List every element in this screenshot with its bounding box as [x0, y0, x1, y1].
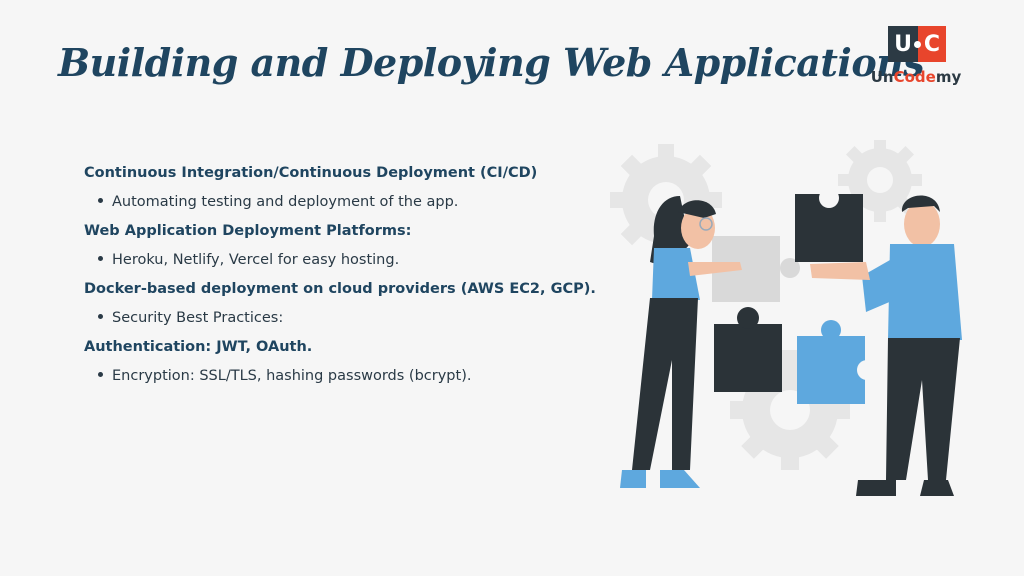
logo-wordmark-un: Un — [870, 68, 894, 86]
heading-docker: Docker-based deployment on cloud provide… — [84, 281, 596, 297]
logo-wordmark-code: Code — [893, 68, 936, 86]
heading-platforms: Web Application Deployment Platforms: — [84, 223, 412, 239]
bullet-item: Heroku, Netlify, Vercel for easy hosting… — [84, 249, 624, 278]
person-woman — [620, 196, 742, 488]
logo-badge: U C — [888, 26, 946, 62]
logo-letter-u: U — [888, 26, 918, 62]
logo-letter-c: C — [918, 26, 946, 62]
bullet-text: Heroku, Netlify, Vercel for easy hosting… — [112, 252, 400, 268]
bullet-text: Automating testing and deployment of the… — [112, 194, 459, 210]
teamwork-illustration — [610, 140, 962, 496]
bullet-dot — [98, 313, 103, 319]
page-title: Building and Deploying Web Applications — [58, 40, 925, 85]
uncodemy-logo: U C UnCodemy — [866, 26, 966, 90]
heading-auth: Authentication: JWT, OAuth. — [84, 339, 313, 355]
logo-wordmark-my: my — [935, 68, 962, 86]
bullet-item: Automating testing and deployment of the… — [84, 191, 624, 220]
person-man — [810, 195, 962, 496]
bullet-dot — [98, 255, 103, 261]
bullet-item: Encryption: SSL/TLS, hashing passwords (… — [84, 365, 624, 394]
puzzle-piece-icon — [797, 320, 877, 404]
puzzle-piece-icon — [712, 236, 800, 302]
bullet-dot — [98, 197, 103, 203]
logo-wordmark: UnCodemy — [866, 68, 966, 86]
bullet-text: Security Best Practices: — [112, 310, 284, 326]
bullet-text: Encryption: SSL/TLS, hashing passwords (… — [112, 368, 472, 384]
logo-dot — [914, 41, 921, 48]
bullet-item: Security Best Practices: — [84, 307, 624, 336]
puzzle-piece-icon — [795, 188, 863, 262]
content-list: Continuous Integration/Continuous Deploy… — [84, 162, 624, 394]
bullet-dot — [98, 371, 103, 377]
heading-cicd: Continuous Integration/Continuous Deploy… — [84, 165, 538, 181]
puzzle-piece-icon — [714, 307, 782, 392]
